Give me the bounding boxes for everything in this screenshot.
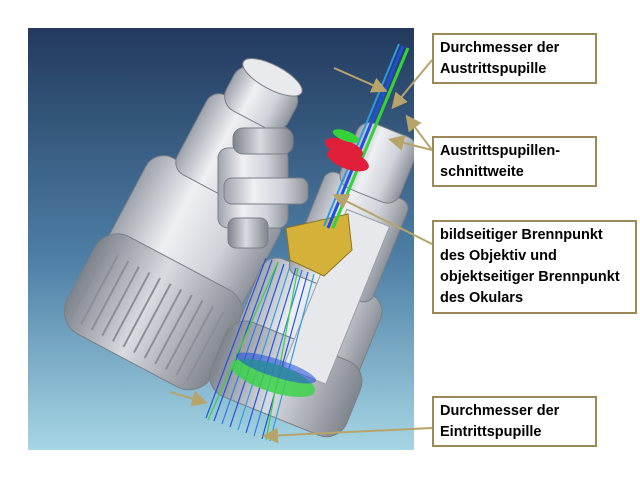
label-exit-pupil-diameter: Durchmesser der Austrittspupille: [432, 33, 597, 84]
label-focal-point-line-3: objektseitiger Brennpunkt: [440, 269, 620, 285]
eyepiece-lenses: [325, 129, 369, 172]
label-exit-pupil-distance-line-2: schnittweite: [440, 164, 524, 180]
label-exit-pupil-distance: Austrittspupillen- schnittweite: [432, 136, 597, 187]
label-entrance-pupil-diameter-line-1: Durchmesser der: [440, 403, 560, 419]
label-entrance-pupil-diameter: Durchmesser der Eintrittspupille: [432, 396, 597, 447]
label-focal-point-line-2: des Objektiv und: [440, 248, 557, 264]
label-focal-point-line-4: des Okulars: [440, 290, 524, 306]
binocular-render: [28, 28, 414, 450]
objective-lens: [230, 352, 317, 398]
label-focal-point-line-1: bildseitiger Brennpunkt: [440, 227, 603, 243]
center-bridge: [217, 127, 309, 249]
entrance-ray-bundle: [205, 257, 315, 442]
label-exit-pupil-diameter-line-1: Durchmesser der: [440, 40, 560, 56]
label-focal-point: bildseitiger Brennpunkt des Objektiv und…: [432, 220, 637, 314]
label-exit-pupil-diameter-line-2: Austrittspupille: [440, 61, 547, 77]
label-entrance-pupil-diameter-line-2: Eintrittspupille: [440, 424, 542, 440]
label-exit-pupil-distance-line-1: Austrittspupillen-: [440, 143, 561, 159]
